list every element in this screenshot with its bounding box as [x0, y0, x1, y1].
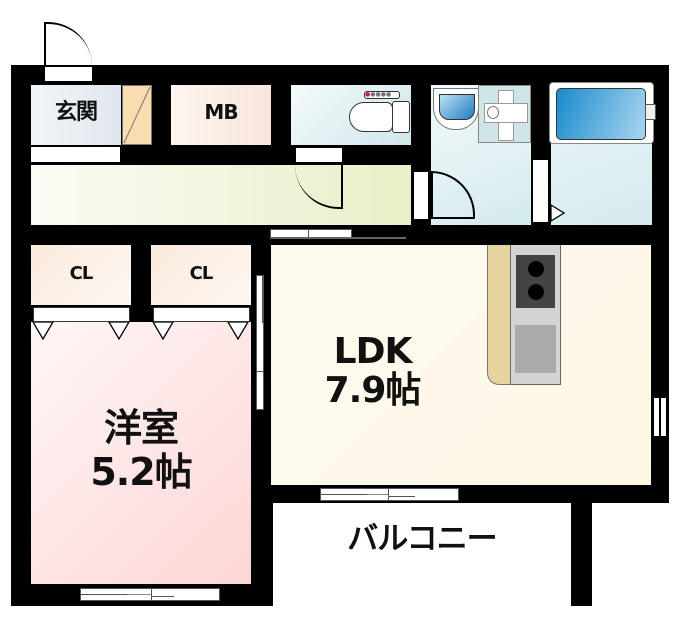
mb-label: MB: [204, 100, 238, 124]
genkan-label: 玄関: [54, 100, 98, 125]
room-hallway: [31, 165, 411, 225]
shoebox: [122, 85, 152, 145]
room-yoshitsu: [31, 322, 251, 584]
bathroom-door[interactable]: [533, 160, 548, 222]
faucet-icon: [645, 104, 656, 120]
room-mb: [171, 85, 271, 145]
toilet-door[interactable]: [296, 148, 342, 162]
balcony-side-wall: [571, 500, 592, 606]
yoshitsu-size: 5.2帖: [90, 450, 192, 494]
kitchen-sink-icon: [515, 325, 556, 373]
stove-icon: [516, 255, 555, 308]
ldk-balcony-window[interactable]: [320, 488, 459, 501]
yoshitsu-window[interactable]: [80, 588, 220, 601]
room-ldk: [271, 245, 651, 485]
genkan-step: [31, 147, 120, 162]
balcony: [273, 503, 571, 606]
kitchen-counter: [487, 245, 511, 385]
closet-2-door[interactable]: [153, 307, 250, 322]
room-closet-2: [151, 245, 251, 305]
toilet-tank-icon: [392, 101, 410, 133]
yoshitsu-label: 洋室: [103, 406, 179, 450]
closet-1-label: CL: [69, 263, 94, 284]
hallway-ldk-sliding-door[interactable]: [270, 229, 406, 239]
room-genkan: [31, 85, 121, 145]
toilet-washlet-panel-icon[interactable]: ●●●●●: [364, 91, 400, 99]
closet-2-label: CL: [189, 263, 214, 284]
entrance-door[interactable]: [45, 67, 92, 81]
closet-door-triangles-icon: [32, 322, 249, 341]
shoebox-diagonal-icon: [123, 86, 151, 144]
washbasin-icon: [433, 88, 479, 130]
yoshitsu-ldk-sliding-door[interactable]: [256, 275, 264, 410]
ldk-size: 7.9帖: [324, 370, 422, 411]
sliding-door-track: [262, 275, 264, 323]
bathroom-door-arrow-icon: [550, 204, 566, 222]
washroom-door[interactable]: [414, 172, 428, 219]
washing-machine-pan-icon: [478, 85, 531, 143]
bathtub-icon: [549, 82, 656, 144]
ldk-side-window-2[interactable]: [661, 398, 666, 436]
ldk-label: LDK: [333, 331, 413, 372]
closet-1-door[interactable]: [33, 307, 130, 322]
ldk-side-window[interactable]: [654, 398, 659, 436]
toilet-bowl-icon: [349, 102, 393, 132]
entrance-door-swing-icon: [44, 22, 92, 66]
balcony-label: バルコニー: [347, 521, 498, 557]
room-closet-1: [31, 245, 131, 305]
